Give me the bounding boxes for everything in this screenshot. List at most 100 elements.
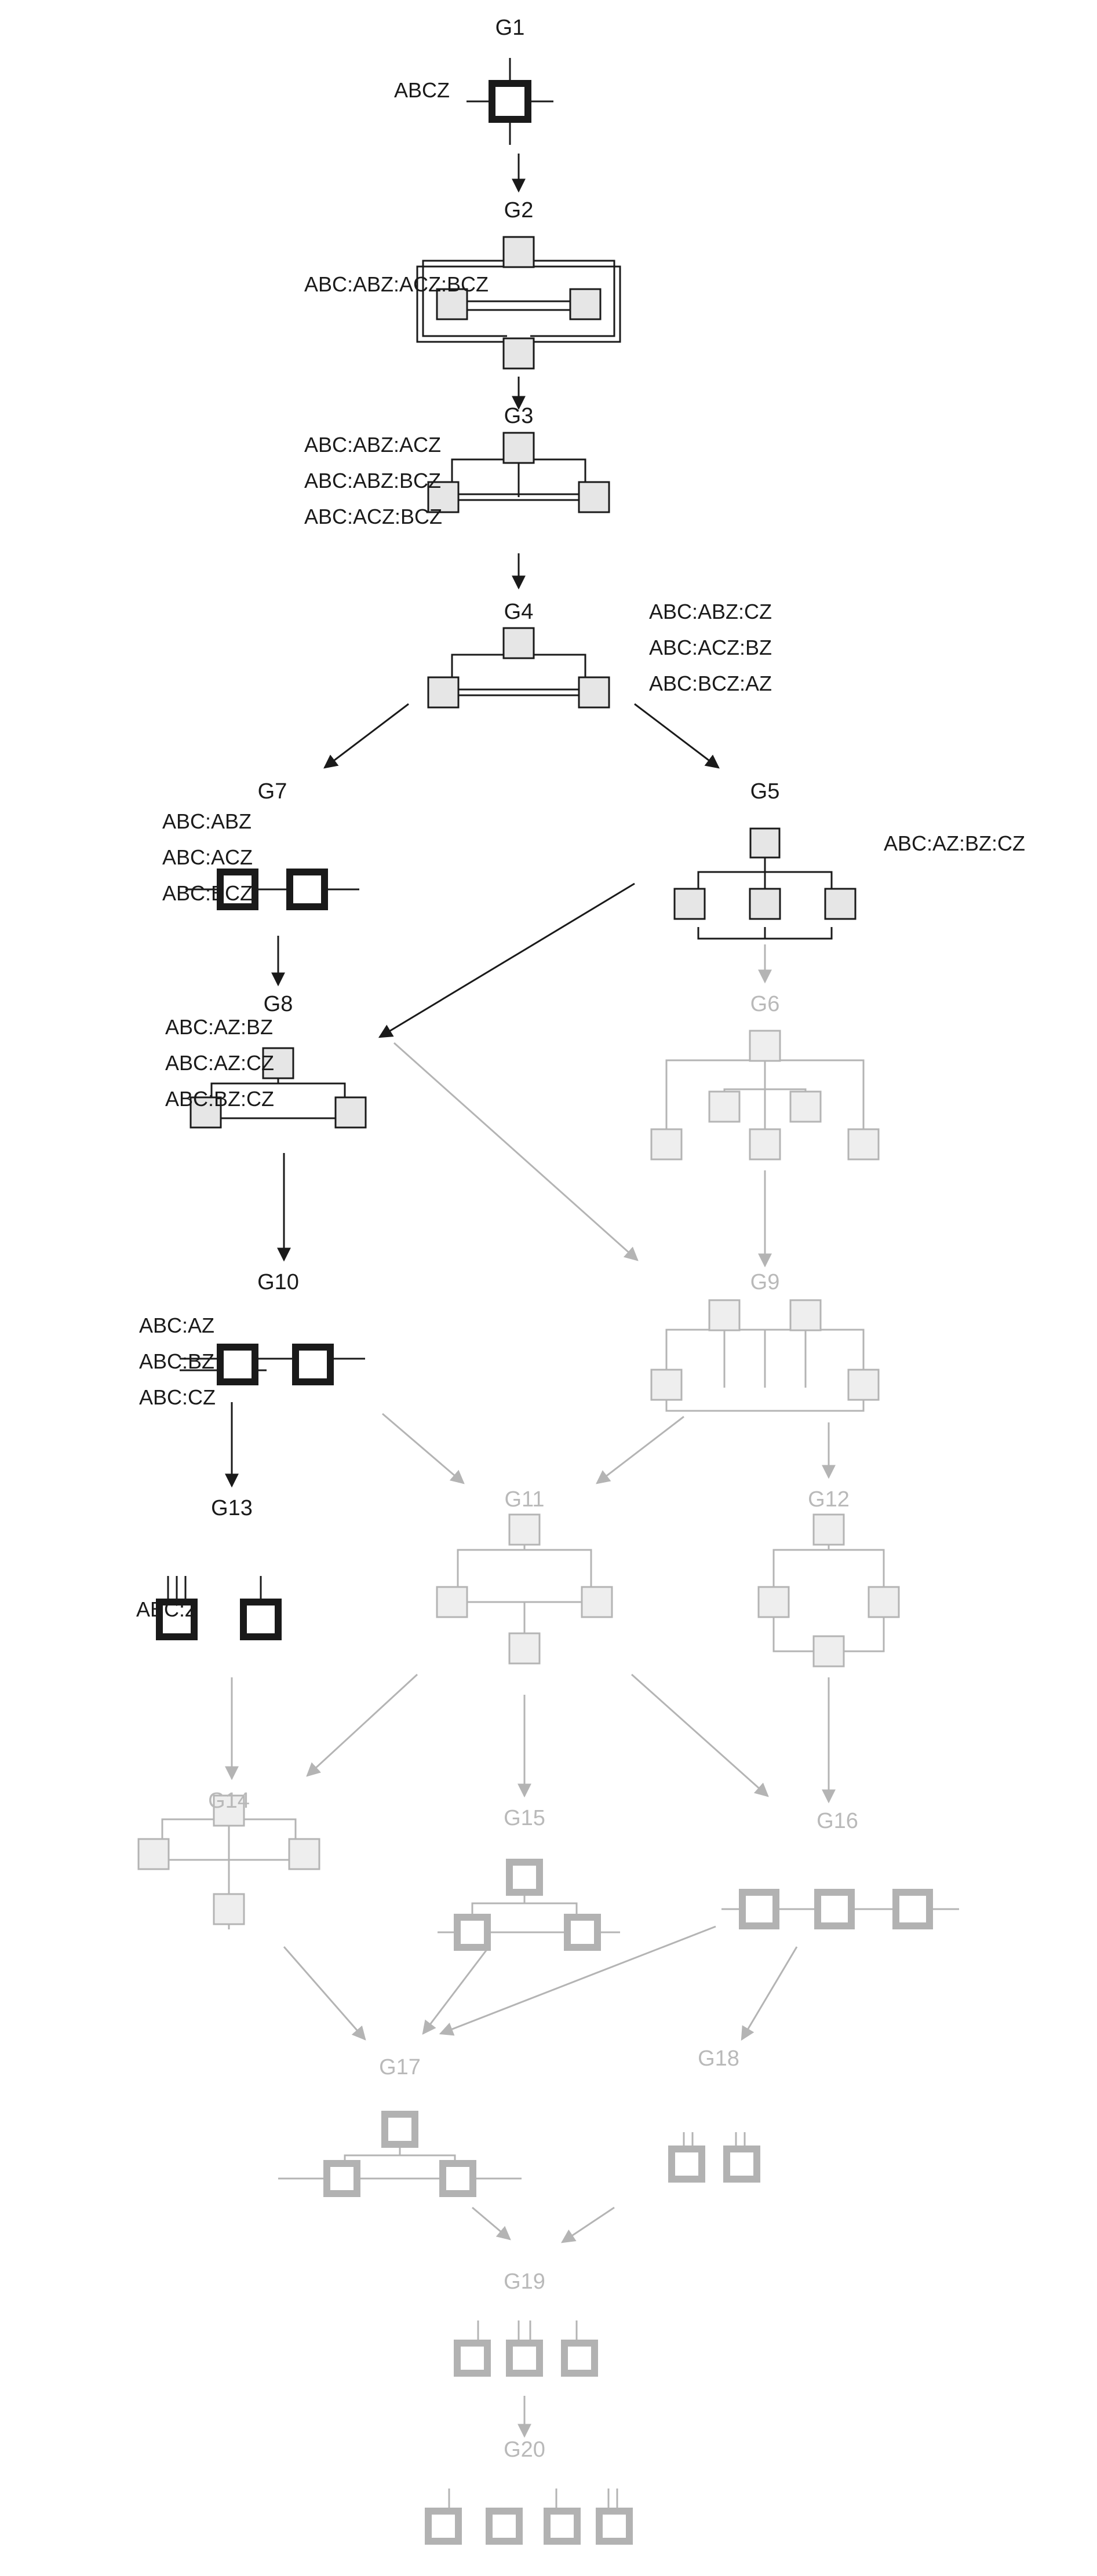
shape-g2 [416, 236, 621, 370]
vertex [334, 1096, 367, 1129]
shape-g19 [454, 2320, 598, 2377]
vertex-thick [564, 1914, 601, 1951]
vertex-thick [425, 2508, 462, 2545]
edge-g10-g11 [382, 1413, 465, 1484]
edge-g4-g5 [634, 703, 720, 769]
node-title-g1: G1 [495, 16, 525, 40]
node-title-g15: G15 [504, 1806, 545, 1830]
node-label-g4-2: ABC:BCZ:AZ [649, 672, 772, 695]
shape-g1 [467, 58, 553, 145]
node-title-g20: G20 [504, 2438, 545, 2462]
vertex [749, 827, 781, 859]
vertex-thick [439, 2160, 476, 2197]
node-label-g3-0: ABC:ABZ:ACZ [304, 433, 441, 457]
vertex [650, 1128, 683, 1161]
vertex [569, 288, 602, 320]
vertex-thick [217, 869, 258, 910]
vertex [502, 432, 535, 464]
vertex [749, 1128, 781, 1161]
node-label-g1-0: ABCZ [394, 78, 450, 102]
edge-g15-g17 [422, 1949, 488, 2035]
connector [457, 1549, 592, 1602]
edge-g16-g17 [439, 1925, 716, 2036]
connector [665, 1399, 865, 1412]
vertex [708, 1299, 741, 1331]
vertex-thick [892, 1889, 933, 1929]
vertex-thick [486, 2508, 523, 2545]
shape-g12 [757, 1513, 900, 1668]
vertex-thick [286, 869, 328, 910]
vertex [824, 888, 857, 920]
node-label-g7-2: ABC:BCZ [162, 881, 253, 905]
vertex-thick [723, 2146, 760, 2183]
vertex-thick [561, 2340, 598, 2377]
vertex [508, 1513, 541, 1546]
node-title-g7: G7 [258, 779, 287, 804]
node-label-g7-0: ABC:ABZ [162, 809, 252, 833]
edge-g9-g11 [596, 1415, 684, 1484]
vertex [789, 1299, 822, 1331]
vertex [708, 1090, 741, 1123]
vertex-thick [506, 2340, 543, 2377]
vertex-thick [596, 2508, 633, 2545]
node-title-g8: G8 [264, 992, 293, 1016]
shape-g3 [427, 432, 610, 513]
shape-g5 [673, 827, 857, 940]
vertex-thick [454, 2340, 491, 2377]
node-title-g19: G19 [504, 2269, 545, 2294]
vertex [288, 1838, 320, 1870]
edge-g11-g16 [631, 1673, 769, 1797]
node-label-g10-2: ABC:CZ [139, 1385, 216, 1409]
node-label-g13-0: ABC:Z [136, 1597, 198, 1621]
edge-g8-g9 [393, 1042, 639, 1261]
vertex [581, 1586, 613, 1618]
vertex [213, 1893, 245, 1925]
vertex [673, 888, 706, 920]
node-title-g13: G13 [211, 1496, 253, 1520]
shape-g7 [185, 869, 359, 910]
vertex [262, 1047, 294, 1079]
node-label-g10-1: ABC:BZ [139, 1349, 214, 1373]
node-label-g7-1: ABC:ACZ [162, 845, 253, 869]
node-label-g2-0: ABC:ABZ:ACZ:BCZ [304, 272, 489, 296]
vertex-thick [814, 1889, 855, 1929]
shape-g20 [425, 2489, 633, 2545]
node-title-g17: G17 [379, 2055, 421, 2079]
node-title-g9: G9 [750, 1270, 780, 1294]
vertex-thick [381, 2111, 418, 2148]
vertex [868, 1586, 900, 1618]
vertex [749, 888, 781, 920]
edge-g4-g7 [323, 703, 409, 769]
node-title-g4: G4 [504, 600, 534, 624]
vertex [436, 288, 468, 320]
node-label-g8-0: ABC:AZ:BZ [165, 1015, 273, 1039]
node-title-g2: G2 [504, 198, 534, 222]
vertex-thick [323, 2160, 360, 2197]
node-label-g8-1: ABC:AZ:CZ [165, 1051, 274, 1075]
vertex [189, 1096, 222, 1129]
node-title-g12: G12 [808, 1487, 850, 1512]
node-title-g3: G3 [504, 404, 534, 428]
shape-g6 [650, 1030, 880, 1161]
node-title-g14: G14 [208, 1789, 250, 1813]
vertex [789, 1090, 822, 1123]
edges-layer [225, 154, 836, 2438]
edge-g17-g19 [472, 2206, 511, 2241]
vertex [502, 627, 535, 659]
shape-g17 [278, 2111, 522, 2197]
node-label-g4-0: ABC:ABZ:CZ [649, 600, 772, 623]
node-title-g10: G10 [257, 1270, 299, 1294]
vertex-thick [544, 2508, 581, 2545]
node-title-g16: G16 [817, 1809, 858, 1833]
vertex [847, 1128, 880, 1161]
vertex [578, 676, 610, 709]
vertex [812, 1513, 845, 1546]
vertex [502, 337, 535, 370]
edge-g14-g17 [283, 1946, 366, 2041]
node-title-g5: G5 [750, 779, 780, 804]
edge-g5-g8 [378, 882, 635, 1038]
vertex [427, 676, 460, 709]
vertex-thick [156, 1599, 198, 1640]
vertex-thick [668, 2146, 705, 2183]
